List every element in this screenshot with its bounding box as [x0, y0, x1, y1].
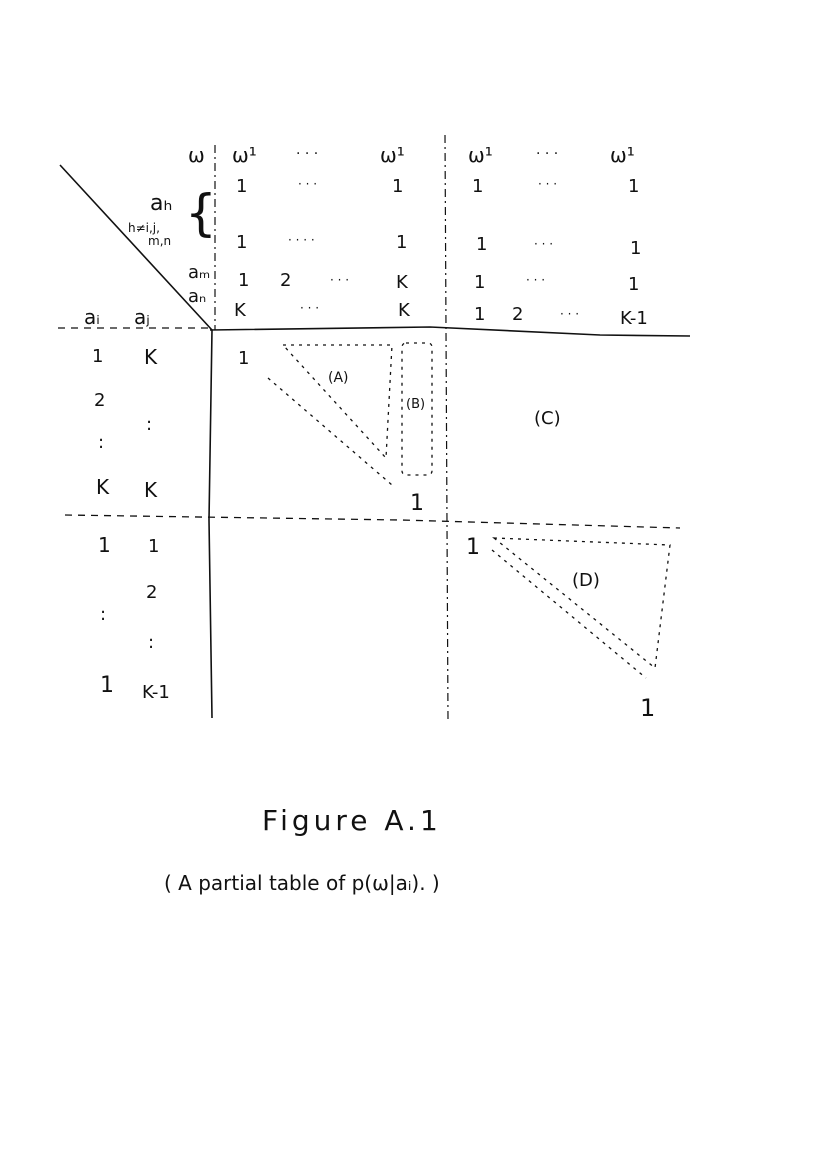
svg-text:1: 1 — [392, 176, 403, 197]
am-row: 1 2 · · · K 1 · · · 1 — [238, 270, 639, 295]
region-a-label: (A) — [328, 370, 349, 386]
svg-text:K: K — [144, 345, 158, 369]
svg-text:K: K — [234, 300, 247, 321]
col-label-ai: aᵢ — [84, 305, 100, 329]
an-row: K · · · K 1 2 · · · K-1 — [234, 300, 648, 329]
svg-text:1: 1 — [474, 304, 485, 325]
cell-block2-end-one: 1 — [640, 694, 655, 722]
svg-text:2: 2 — [94, 390, 105, 411]
svg-text:1: 1 — [628, 274, 639, 295]
svg-text:2: 2 — [146, 582, 157, 603]
svg-text:1: 1 — [474, 272, 485, 293]
svg-text:2: 2 — [512, 304, 523, 325]
omega-label-1: ω¹ — [232, 143, 257, 167]
svg-text:· · · ·: · · · · — [288, 233, 315, 247]
region-d-shadow-line — [491, 549, 647, 679]
svg-text:· · ·: · · · — [534, 237, 553, 251]
region-b-outline — [401, 342, 433, 476]
row-label-brace: { — [185, 184, 217, 242]
svg-text:K-1: K-1 — [142, 682, 170, 703]
svg-text:1: 1 — [472, 176, 483, 197]
region-a-shadow-line — [267, 377, 393, 486]
svg-text:1: 1 — [236, 232, 247, 253]
ones-row-1: 1 · · · 1 1 · · · 1 — [236, 176, 639, 197]
omega-dots-2: · · · — [536, 146, 558, 162]
cell-block1-end-one: 1 — [410, 491, 424, 516]
svg-text::: : — [100, 604, 106, 625]
svg-text::: : — [146, 414, 152, 435]
left-block-1-aj: K : K — [144, 345, 158, 502]
svg-text:1: 1 — [148, 536, 159, 557]
region-a-outline — [281, 344, 393, 460]
omega-label-3: ω¹ — [468, 143, 493, 167]
svg-text:· · ·: · · · — [538, 177, 557, 191]
svg-text:K: K — [398, 300, 411, 321]
col-label-aj: aⱼ — [134, 305, 150, 329]
figure-caption: Figure A.1 — [262, 804, 442, 837]
svg-text:· · ·: · · · — [526, 273, 545, 287]
svg-text:K-1: K-1 — [620, 308, 648, 329]
svg-text:· · ·: · · · — [560, 307, 579, 321]
svg-text:1: 1 — [476, 234, 487, 255]
svg-text:1: 1 — [98, 533, 111, 557]
svg-text::: : — [98, 432, 104, 453]
corner-omega: ω — [188, 143, 205, 167]
svg-text:1: 1 — [236, 176, 247, 197]
main-vertical-line — [208, 329, 213, 719]
svg-text:· · ·: · · · — [300, 301, 319, 315]
svg-text:1: 1 — [92, 346, 103, 367]
cell-bottom-right-start-one: 1 — [466, 535, 480, 560]
row-label-ah: aₕ — [150, 191, 172, 216]
left-block-2-ai: 1 : 1 — [98, 533, 114, 698]
region-d-label: (D) — [572, 570, 600, 591]
svg-text:2: 2 — [280, 270, 291, 291]
svg-text:K: K — [144, 478, 158, 502]
svg-text:1: 1 — [628, 176, 639, 197]
corner-diagonal — [59, 164, 213, 331]
middle-horizontal-dashed-line — [64, 514, 681, 529]
omega-dots-1: · · · — [296, 146, 318, 162]
svg-text:1: 1 — [100, 673, 114, 698]
row-label-condition: h≠i,j, — [128, 221, 160, 235]
middle-vertical-dashdot-line — [444, 134, 449, 721]
row-label-am: aₘ — [188, 262, 210, 283]
cell-top-left-one: 1 — [238, 348, 249, 369]
region-d-outline — [492, 537, 671, 670]
figure-subcaption: ( A partial table of p(ω|aᵢ). ) — [164, 871, 440, 895]
row-label-condition-2: m,n — [148, 234, 171, 248]
region-c-label: (C) — [534, 408, 561, 429]
omega-label-4: ω¹ — [610, 143, 635, 167]
svg-text:1: 1 — [238, 270, 249, 291]
left-block-1-ai: 1 2 : K — [92, 346, 110, 499]
omega-label-2: ω¹ — [380, 143, 405, 167]
svg-text:K: K — [96, 475, 110, 499]
row-label-an: aₙ — [188, 286, 206, 307]
left-block-2-aj: 1 2 : K-1 — [142, 536, 170, 703]
region-b-label: (B) — [406, 397, 425, 412]
svg-text:K: K — [396, 272, 409, 293]
svg-text:1: 1 — [396, 232, 407, 253]
svg-text:· · ·: · · · — [298, 177, 317, 191]
header-horizontal-line — [209, 326, 691, 337]
svg-text:1: 1 — [630, 238, 641, 259]
svg-text:· · ·: · · · — [330, 273, 349, 287]
ones-row-2: 1 · · · · 1 1 · · · 1 — [236, 232, 641, 259]
svg-text::: : — [148, 632, 154, 653]
